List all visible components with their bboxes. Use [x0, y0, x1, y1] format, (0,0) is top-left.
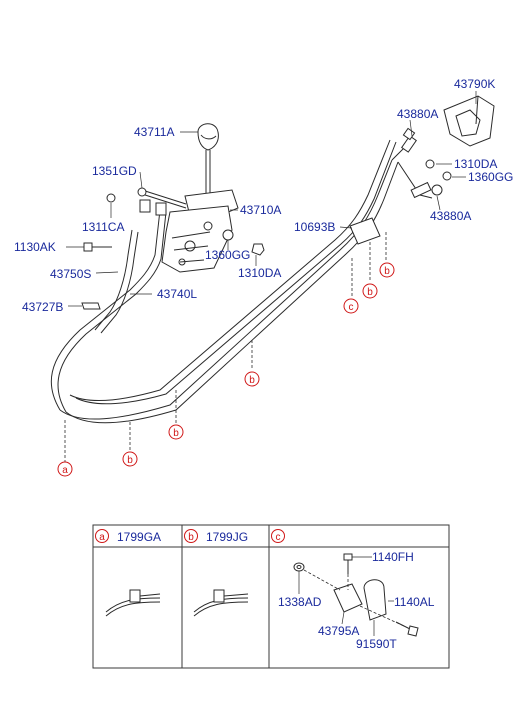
- cable-tie-a: [105, 589, 161, 617]
- ref-marker-b: b: [362, 283, 378, 299]
- label-43727b: 43727B: [22, 300, 63, 314]
- label-1310da-right: 1310DA: [454, 157, 497, 171]
- svg-text:a: a: [99, 532, 105, 543]
- part-labels: 43790K 43880A 43711A 1310DA 1351GD 1360G…: [14, 77, 513, 314]
- svg-text:b: b: [249, 375, 255, 386]
- label-43790k: 43790K: [454, 77, 495, 91]
- label-1360gg-right: 1360GG: [468, 170, 513, 184]
- label-43880a-right: 43880A: [430, 209, 471, 223]
- svg-text:b: b: [367, 287, 373, 298]
- clamp-assembly-c: [293, 553, 419, 637]
- svg-text:b: b: [384, 266, 390, 277]
- legend-header-b: b 1799JG: [184, 529, 248, 544]
- label-91590t: 91590T: [356, 637, 397, 651]
- label-43795a: 43795A: [318, 624, 359, 638]
- label-43750s: 43750S: [50, 267, 91, 281]
- svg-text:c: c: [276, 532, 281, 543]
- label-1351gd: 1351GD: [92, 164, 137, 178]
- legend-table: a 1799GA b 1799JG c: [92, 524, 450, 669]
- label-10693b: 10693B: [294, 220, 335, 234]
- label-1130ak: 1130AK: [14, 240, 56, 254]
- label-1338ad: 1338AD: [278, 595, 322, 609]
- label-1140fh: 1140FH: [372, 550, 414, 564]
- label-1310da-mid: 1310DA: [238, 266, 281, 280]
- legend-header-c: c: [271, 529, 285, 543]
- legend-header-a: a 1799GA: [95, 529, 161, 544]
- shift-lever-assembly: [81, 123, 265, 310]
- svg-text:b: b: [127, 455, 133, 466]
- label-1140al: 1140AL: [394, 595, 435, 609]
- ref-marker-b: b: [122, 451, 138, 467]
- label-43711a: 43711A: [134, 125, 174, 139]
- shift-cable-assembly: [50, 127, 443, 424]
- ref-marker-b: b: [168, 424, 184, 440]
- cable-tie-b: [193, 589, 249, 617]
- svg-text:c: c: [349, 302, 354, 313]
- legend-code-b: 1799JG: [206, 530, 248, 544]
- reference-markers: a b b b c b b: [57, 262, 395, 477]
- svg-text:b: b: [173, 428, 179, 439]
- legend-code-a: 1799GA: [117, 530, 161, 544]
- label-43740l: 43740L: [157, 287, 197, 301]
- label-43880a-top: 43880A: [397, 107, 438, 121]
- ref-marker-a: a: [57, 461, 73, 477]
- ref-marker-b: b: [244, 371, 260, 387]
- label-43710a: 43710A: [240, 203, 281, 217]
- leader-lines: [66, 91, 477, 307]
- svg-text:b: b: [188, 532, 194, 543]
- label-1360gg-mid: 1360GG: [205, 248, 250, 262]
- bracket-43790k: [425, 95, 495, 181]
- svg-text:a: a: [62, 465, 68, 476]
- label-1311ca: 1311CA: [82, 220, 124, 234]
- reference-dashes: [64, 232, 387, 462]
- ref-marker-b: b: [379, 262, 395, 278]
- ref-marker-c: c: [343, 298, 359, 314]
